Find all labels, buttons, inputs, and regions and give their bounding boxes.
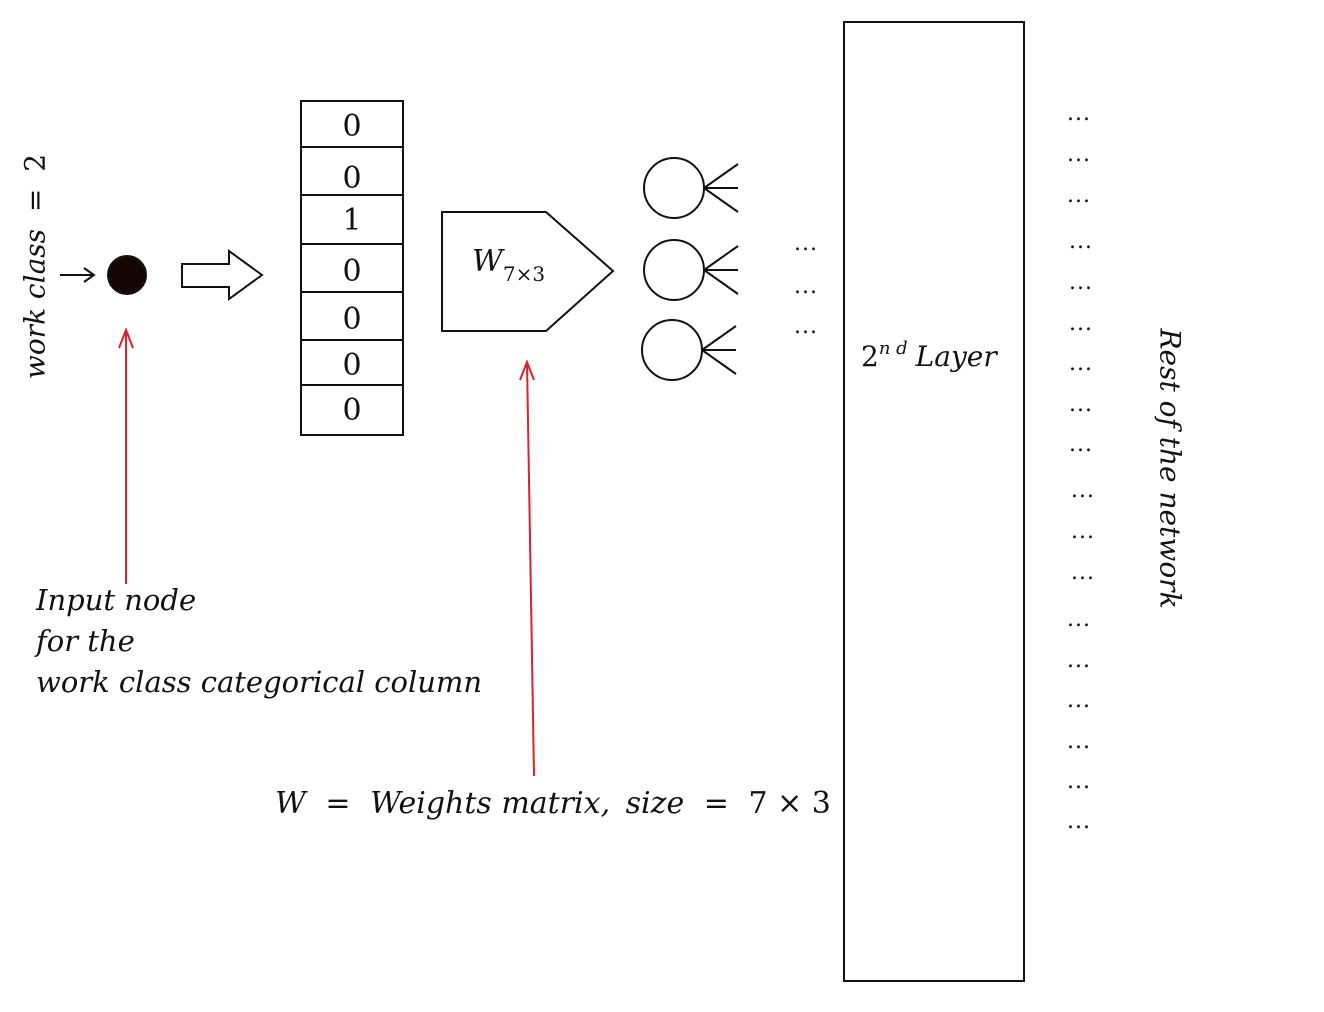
ellipsis: ... xyxy=(1069,432,1093,457)
ellipsis: ... xyxy=(1069,311,1093,336)
ellipsis: ... xyxy=(1069,229,1093,254)
output-node-icon xyxy=(643,239,739,301)
vector-cell: 0 xyxy=(300,291,404,341)
ellipsis: ... xyxy=(1067,183,1091,208)
output-node-icon xyxy=(641,319,737,381)
vector-cell: 0 xyxy=(300,384,404,436)
weights-block-shape xyxy=(441,211,615,332)
vector-cell: 1 xyxy=(300,194,404,245)
weights-annotation-text: Weights matrix, xyxy=(370,786,611,821)
weights-annotation-size-word: size xyxy=(625,786,685,821)
ellipsis: ... xyxy=(1067,688,1091,713)
second-layer-word: Layer xyxy=(915,340,997,373)
ellipsis: ... xyxy=(1067,729,1091,754)
rest-of-network-label: Rest of the network xyxy=(1153,328,1187,609)
second-layer-superscript: n d xyxy=(878,338,908,359)
annotation-arrow-weights xyxy=(519,359,535,777)
weights-annotation-symbol: W xyxy=(275,786,306,821)
weights-annotation-eq: = xyxy=(703,786,729,821)
weights-block-label: W7×3 xyxy=(472,244,545,286)
ellipsis: ... xyxy=(1069,270,1093,295)
weights-symbol: W xyxy=(472,244,503,279)
ellipsis: ... xyxy=(794,274,818,299)
ellipsis: ... xyxy=(1067,809,1091,834)
output-node-icon xyxy=(643,157,739,219)
annotation-line: for the xyxy=(36,624,135,658)
vector-cell: 0 xyxy=(300,100,404,148)
ellipsis: ... xyxy=(1067,648,1091,673)
vector-cell: 0 xyxy=(300,243,404,293)
ellipsis: ... xyxy=(1071,478,1095,503)
ellipsis: ... xyxy=(1067,142,1091,167)
block-arrow-icon xyxy=(181,249,264,301)
ellipsis: ... xyxy=(1069,351,1093,376)
annotation-line: work class categorical column xyxy=(36,665,483,699)
input-node-icon xyxy=(107,255,147,295)
vector-cell: 0 xyxy=(300,339,404,386)
ellipsis: ... xyxy=(1069,392,1093,417)
second-layer-box xyxy=(843,21,1025,982)
input-eq-sign: = xyxy=(18,188,52,213)
input-node-annotation: Input node for the work class categorica… xyxy=(36,580,482,703)
ellipsis: ... xyxy=(1067,101,1091,126)
second-layer-label: 2n d Layer xyxy=(861,338,997,373)
annotation-line: Input node xyxy=(36,583,197,617)
input-column-name: work class xyxy=(18,228,52,380)
vector-cell: 0 xyxy=(300,146,404,196)
input-column-label: work class = 2 xyxy=(19,142,52,392)
ellipsis: ... xyxy=(794,314,818,339)
annotation-arrow-input xyxy=(118,327,134,584)
ellipsis: ... xyxy=(1067,607,1091,632)
ellipsis: ... xyxy=(1071,519,1095,544)
weights-annotation-eq: = xyxy=(325,786,351,821)
weights-subscript: 7×3 xyxy=(502,262,546,286)
input-value: 2 xyxy=(18,153,52,172)
weights-annotation-size-value: 7 × 3 xyxy=(748,786,831,821)
ellipsis: ... xyxy=(794,231,818,256)
input-arrow-icon xyxy=(60,267,96,283)
ellipsis: ... xyxy=(1071,560,1095,585)
ellipsis: ... xyxy=(1067,769,1091,794)
second-layer-ordinal: 2 xyxy=(861,340,879,373)
weights-annotation: W = Weights matrix, size = 7 × 3 xyxy=(275,786,831,821)
